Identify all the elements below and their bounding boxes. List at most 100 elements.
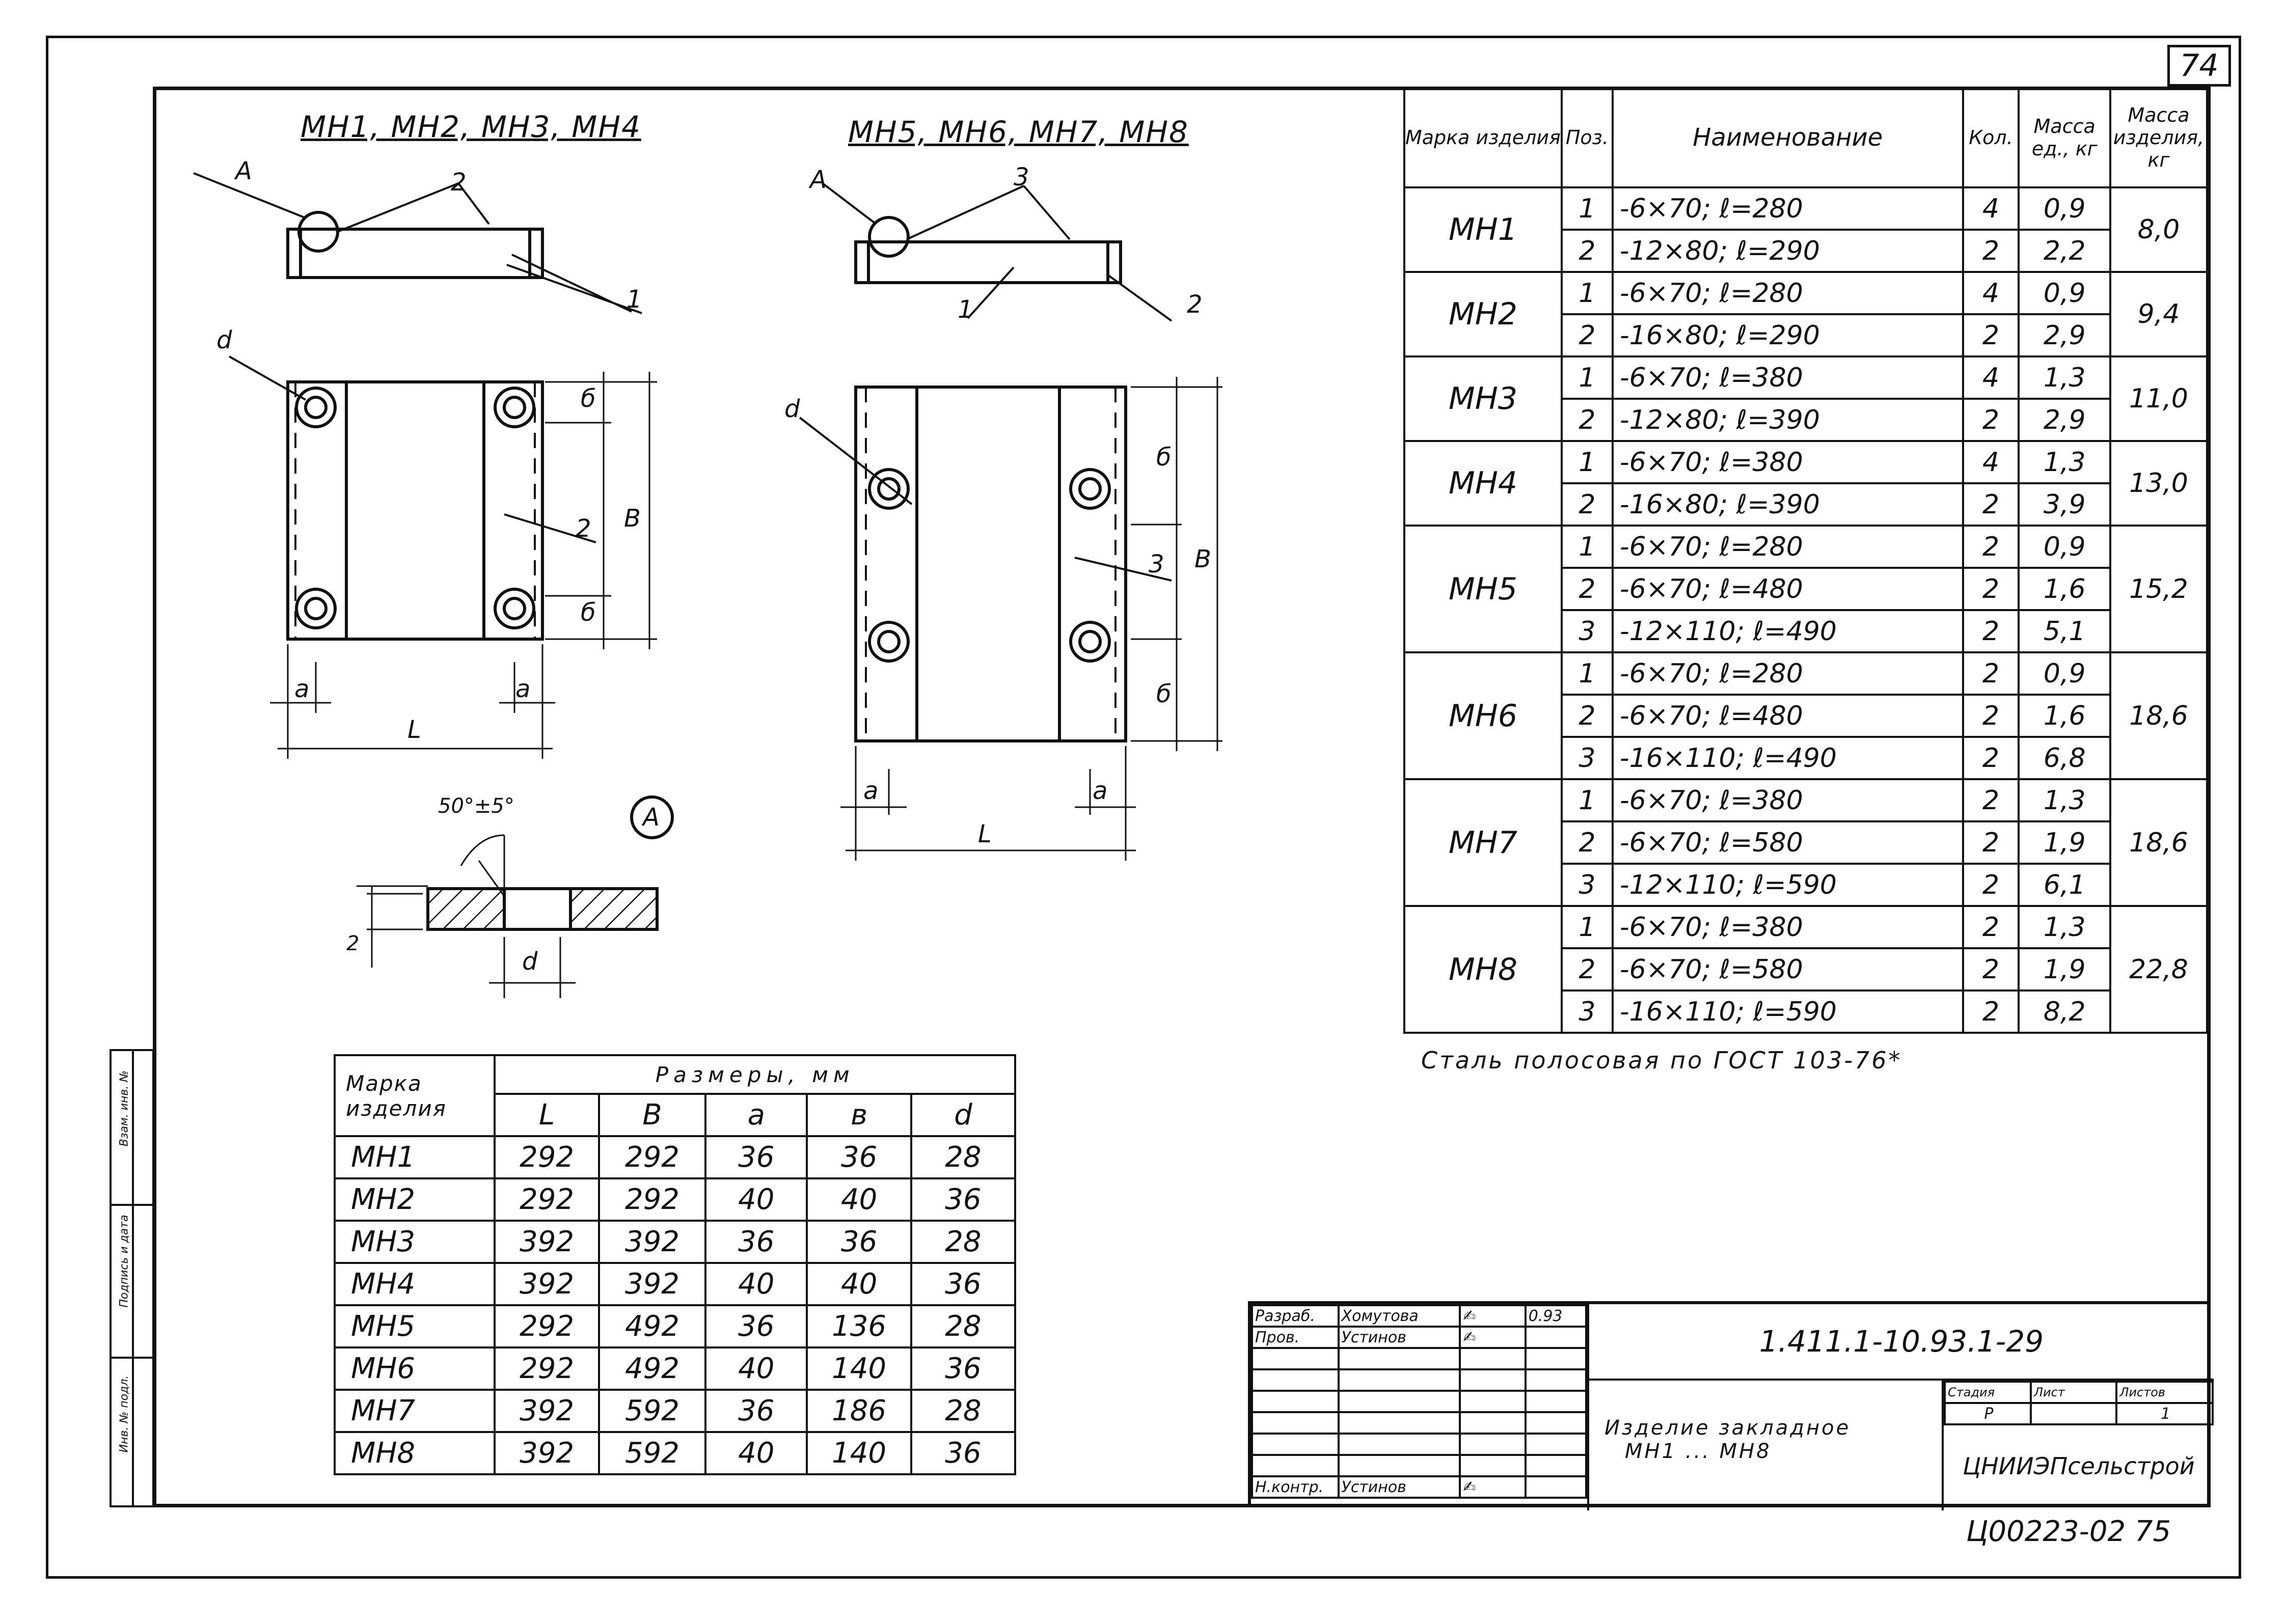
thickness-label: 2 [346,932,360,955]
spec-mark: МН3 [1403,355,1563,442]
table-row: МН5 1 -6×70; ℓ=280 2 0,9 15,2 [1403,525,2208,653]
spec-mass: 2,2 [2018,229,2112,273]
dims-mark: МН4 [333,1262,496,1306]
dims-val: 36 [910,1262,1017,1306]
title-block: Разраб.Хомутова✍0.93 Пров.Устинов✍ Н.кон… [1248,1301,2214,1510]
dims-val: 292 [494,1177,600,1222]
spec-name: -16×80; ℓ=390 [1611,482,1964,527]
dim-label-b-bottom-left: б [581,598,596,627]
dims-mark: МН7 [333,1389,496,1433]
dim-label-a-right-1: a [863,777,879,805]
plan-view-left [229,355,657,759]
spec-name: -6×70; ℓ=280 [1611,186,1964,231]
spec-pos: 1 [1560,186,1614,231]
pos-label-2-plan: 2 [576,514,591,543]
spec-qty: 2 [1962,651,2020,696]
dims-val: 292 [597,1135,707,1179]
table-row: МН3 1 -6×70; ℓ=380 4 1,3 11,0 [1403,355,2208,442]
dims-mark: МН3 [333,1220,496,1264]
spec-mass: 1,9 [2018,820,2112,865]
dims-col-B: В [597,1093,707,1137]
table-row: Разраб.Хомутова✍0.93 [1251,1304,1588,1328]
spec-pos: 2 [1560,229,1614,273]
spec-qty: 4 [1962,186,2020,231]
spec-mark: МН6 [1403,651,1563,780]
spec-mass: 1,3 [2018,355,2112,400]
spec-name: -16×110; ℓ=490 [1611,736,1964,780]
sig-date [1524,1326,1588,1349]
dims-val: 292 [494,1135,600,1179]
drawing-title-left: МН1, МН2, МН3, МН4 [301,109,641,144]
table-row: 2 -16×80; ℓ=390 2 3,9 [1404,482,2207,527]
table-row: 2 -12×80; ℓ=290 2 2,2 [1404,229,2207,273]
spec-mass: 0,9 [2018,525,2112,569]
spec-pos: 2 [1560,313,1614,357]
spec-pos: 2 [1560,482,1614,527]
dims-val: 40 [806,1177,912,1222]
detail-a-label: А [643,803,660,832]
spec-name: -16×110; ℓ=590 [1611,989,1964,1034]
sheets-value: 1 [2115,1402,2214,1425]
sig-date [1524,1475,1588,1499]
dims-val: 28 [910,1304,1017,1348]
table-row: МН7 1 -6×70; ℓ=380 2 1,3 18,6 [1403,778,2208,907]
dims-val: 36 [910,1346,1017,1391]
sheet-outer-border [46,36,2241,1579]
dim-label-B-left: В [624,504,641,533]
spec-qty: 2 [1962,609,2020,653]
dims-mark: МН2 [333,1177,496,1222]
dims-mark: МН8 [333,1431,496,1475]
sheets-label: Листов [2115,1381,2214,1404]
spec-mass: 1,3 [2018,778,2112,822]
spec-mass: 3,9 [2018,482,2112,527]
code-cell: 1.411.1-10.93.1-29 [1587,1304,2214,1381]
spec-mass: 1,3 [2018,905,2112,949]
dims-val: 28 [910,1135,1017,1179]
spec-qty: 2 [1962,989,2020,1034]
dims-val: 40 [704,1177,808,1222]
sig-name: Устинов [1337,1326,1461,1349]
spec-name: -6×70; ℓ=280 [1611,525,1964,569]
spec-pos: 3 [1560,609,1614,653]
sig-name: Хомутова [1337,1304,1461,1328]
detail-a-section [357,795,674,998]
spec-header-mark: Марка изделия [1403,88,1563,188]
spec-name: -6×70; ℓ=580 [1611,947,1964,992]
sig-role: Разраб. [1251,1304,1340,1328]
spec-pos: 2 [1560,820,1614,865]
dims-val: 36 [704,1135,808,1179]
table-row: 3 -16×110; ℓ=590 2 8,2 [1404,989,2207,1034]
sig-name: Устинов [1337,1475,1461,1499]
plan-view-right [799,377,1222,861]
spec-pos: 2 [1560,694,1614,738]
dims-val: 40 [704,1262,808,1306]
strip-label-replace: Взам. инв. № [118,1070,131,1147]
dims-val: 136 [806,1304,912,1348]
pos-label-1-right: 1 [958,295,973,324]
spec-pos: 3 [1560,736,1614,780]
dims-val: 292 [494,1304,600,1348]
table-row: МН2 1 -6×70; ℓ=280 4 0,9 9,4 [1403,271,2208,357]
signature-mark: ✍ [1459,1475,1527,1499]
signature-grid: Разраб.Хомутова✍0.93 Пров.Устинов✍ Н.кон… [1251,1304,1588,1499]
spec-qty: 2 [1962,778,2020,822]
dims-columns-row: L В a в d [335,1093,1017,1137]
dim-label-a-right-2: a [1093,777,1108,805]
dim-label-b-top-left: б [581,384,596,413]
sheet-number: 74 [2167,45,2231,87]
callout-a-label-right: А [810,166,827,194]
dims-val: 592 [597,1431,707,1475]
dims-val: 36 [910,1177,1017,1222]
spec-total: 15,2 [2109,525,2208,653]
dims-val: 40 [704,1431,808,1475]
pos-label-3-right: 3 [1014,163,1029,191]
table-row [1251,1454,1588,1477]
dim-label-d-left: d [216,326,232,354]
spec-name: -6×70; ℓ=280 [1611,271,1964,315]
table-row: МН6 1 -6×70; ℓ=280 2 0,9 18,6 [1403,651,2208,780]
